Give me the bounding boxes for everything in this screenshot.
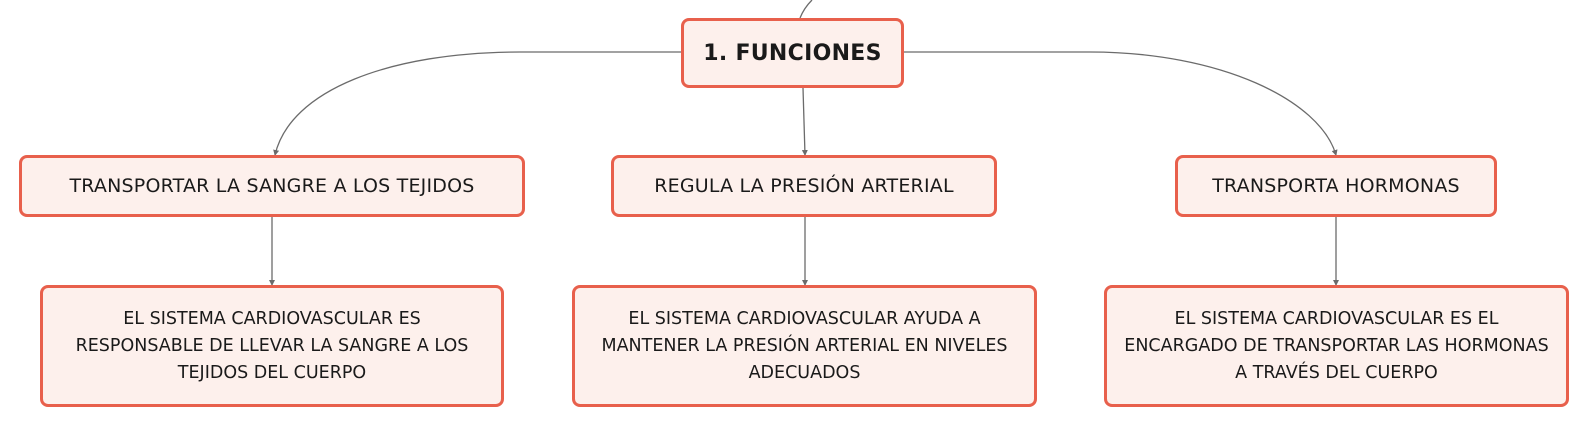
branch-label: TRANSPORTAR LA SANGRE A LOS TEJIDOS [69,175,475,197]
detail-node-transportar-sangre[interactable]: EL SISTEMA CARDIOVASCULAR ES RESPONSABLE… [40,285,504,407]
connector-root-to-branch-1 [273,51,681,156]
branch-node-regula-presion[interactable]: REGULA LA PRESIÓN ARTERIAL [611,155,997,217]
root-topic-node[interactable]: 1. FUNCIONES [681,18,904,88]
branch-node-transporta-hormonas[interactable]: TRANSPORTA HORMONAS [1175,155,1497,217]
detail-node-transporta-hormonas[interactable]: EL SISTEMA CARDIOVASCULAR ES EL ENCARGAD… [1104,285,1569,407]
branch-node-transportar-sangre[interactable]: TRANSPORTAR LA SANGRE A LOS TEJIDOS [19,155,525,217]
detail-text: EL SISTEMA CARDIOVASCULAR ES EL ENCARGAD… [1124,308,1549,383]
detail-node-regula-presion[interactable]: EL SISTEMA CARDIOVASCULAR AYUDA A MANTEN… [572,285,1037,407]
connector-root-to-branch-2 [801,87,808,156]
root-topic-label: 1. FUNCIONES [703,40,882,66]
connector-root-to-branch-3 [904,51,1338,156]
branch-label: TRANSPORTA HORMONAS [1212,175,1460,197]
branch-label: REGULA LA PRESIÓN ARTERIAL [654,175,954,197]
detail-text: EL SISTEMA CARDIOVASCULAR ES RESPONSABLE… [75,308,469,383]
detail-text: EL SISTEMA CARDIOVASCULAR AYUDA A MANTEN… [601,308,1008,383]
connector-parent-to-root [799,0,813,19]
